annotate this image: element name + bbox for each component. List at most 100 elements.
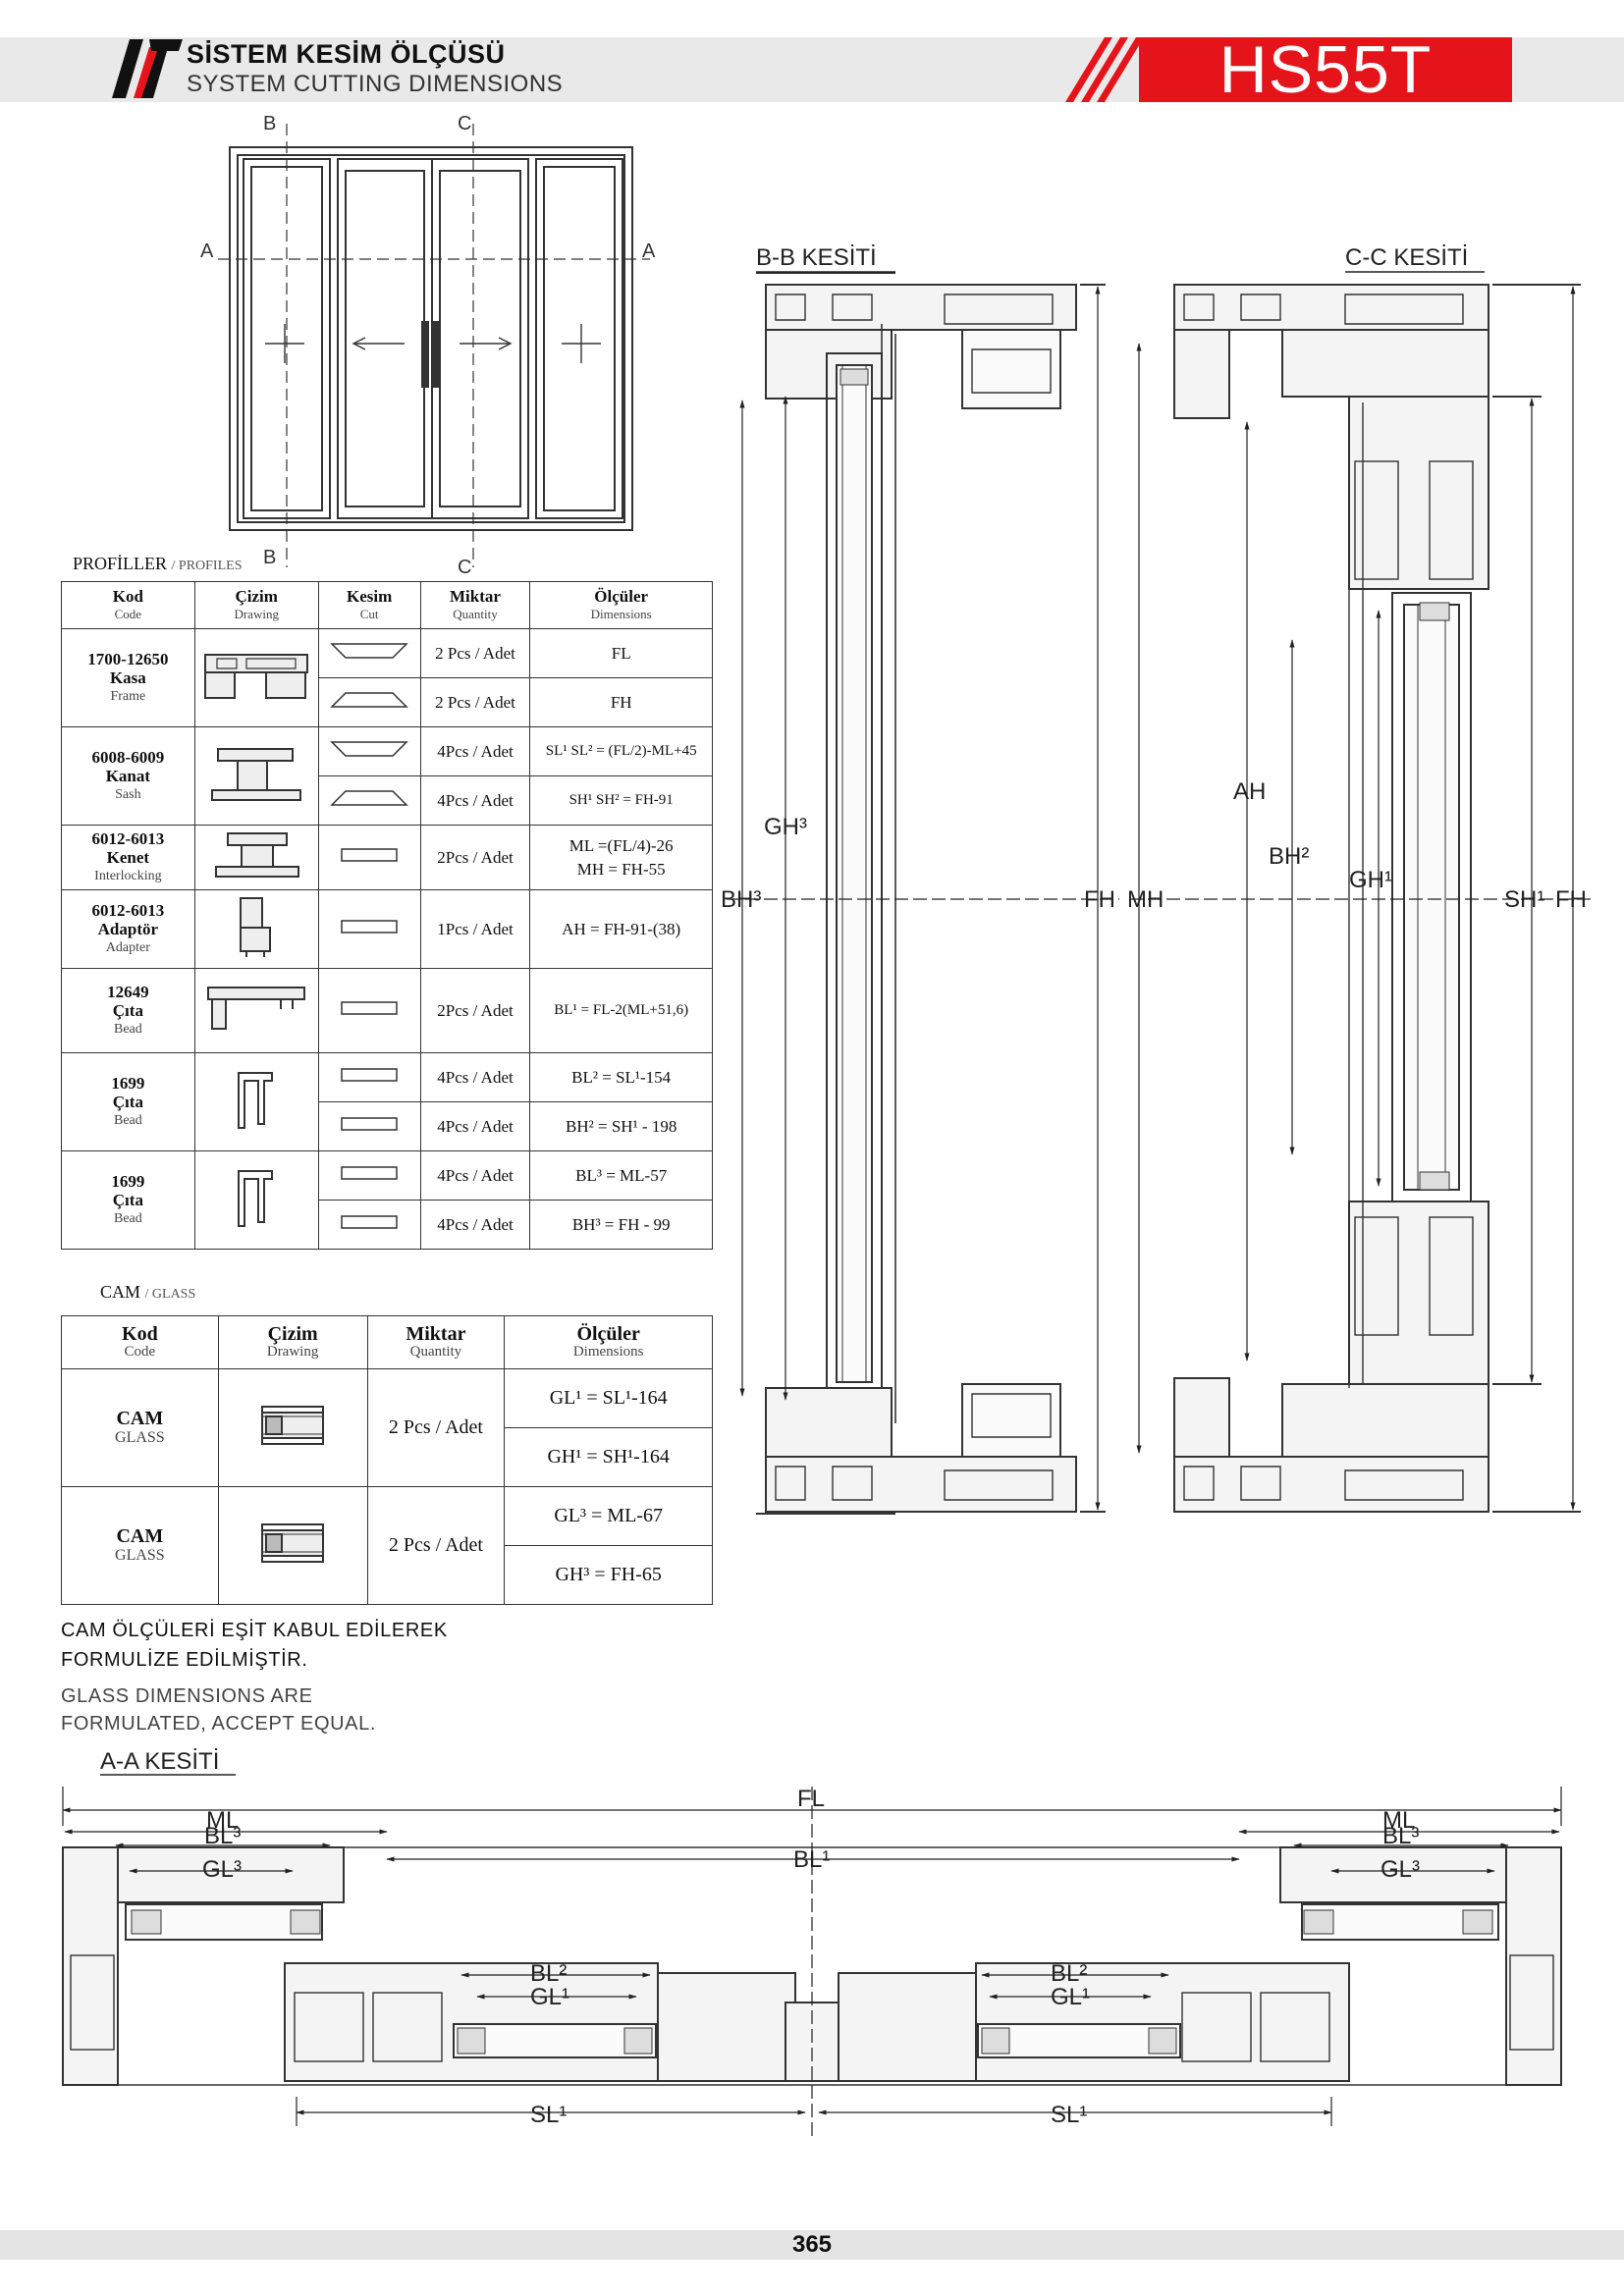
profile-drawing-frame [193,628,319,727]
aa-label-gl3-left: GL³ [202,1856,242,1883]
cut-rect [317,889,421,969]
bb-section-title: B-B KESİTİ [756,244,877,271]
profiles-label-tr: PROFİLLER [73,554,168,573]
aa-label-bl3-left: BL³ [204,1823,241,1849]
marker-c-bottom: C [458,557,471,578]
dimension-cell: SH¹ SH² = FH-91 [529,775,713,826]
quantity-cell: 4Pcs / Adet [419,1101,531,1151]
note-en: GLASS DIMENSIONS ARE FORMULATED, ACCEPT … [61,1682,376,1737]
aa-label-gl1-right: GL¹ [1051,1984,1090,2010]
glass-label: CAM / GLASS [100,1282,195,1303]
cut-rect [317,1150,421,1201]
quantity-cell: 2Pcs / Adet [419,968,531,1053]
quantity-cell: 4Pcs / Adet [419,1150,531,1201]
aa-label-gl1-left: GL¹ [530,1984,569,2010]
cc-label-gh1: GH¹ [1349,867,1392,893]
elevation-view [218,124,650,567]
aa-section [62,1846,1562,2086]
cut-rect [317,1052,421,1102]
profile-drawing-bead-12649 [193,968,319,1053]
glass-label-tr: CAM [100,1282,141,1302]
aa-label-sl1-right: SL¹ [1051,2102,1087,2128]
marker-a-left: A [200,240,214,262]
dimension-cell: GH³ = FH-65 [504,1545,713,1605]
marker-b-top: B [263,113,276,134]
table-row: 4Pcs / Adet SH¹ SH² = FH-91 [62,775,713,826]
table-row: 4Pcs / Adet BH³ = FH - 99 [62,1200,713,1250]
table-row: GH¹ = SH¹-164 [62,1427,713,1487]
quantity-cell: 4Pcs / Adet [419,1200,531,1250]
profile-drawing-bead-1699 [193,1150,319,1250]
dimension-cell: BL² = SL¹-154 [529,1052,713,1102]
dimension-cell: BL¹ = FL-2(ML+51,6) [529,968,713,1053]
table-row: 4Pcs / Adet BH² = SH¹ - 198 [62,1101,713,1151]
cc-label-ah: AH [1233,778,1266,805]
note-tr-line2: FORMULİZE EDİLMİŞTİR. [61,1649,308,1671]
bb-label-fh: FH [1084,886,1115,913]
aa-label-gl3-right: GL³ [1380,1856,1420,1883]
quantity-cell: 2 Pcs / Adet [366,1368,506,1487]
aa-label-ml-left: ML [206,1807,239,1834]
cut-rect [317,825,421,890]
system-code: HS55T [1139,36,1512,103]
note-tr-line1: CAM ÖLÇÜLERİ EŞİT KABUL EDİLEREK [61,1620,448,1641]
cut-trapezoid [317,677,421,727]
profiles-label-en: / PROFILES [171,559,243,573]
cut-trapezoid [317,628,421,678]
profile-drawing-interlock [193,825,319,890]
cut-trapezoid [317,726,421,776]
header-subtitle: SYSTEM CUTTING DIMENSIONS [187,71,564,97]
dimension-cell: FL [529,628,713,678]
note-tr: CAM ÖLÇÜLERİ EŞİT KABUL EDİLEREK FORMULİ… [61,1616,448,1675]
cc-label-fh: FH [1555,886,1587,913]
cc-label-bh2: BH² [1269,843,1309,870]
header-title: SİSTEM KESİM ÖLÇÜSÜ [187,39,506,69]
dimension-cell: GL³ = ML-67 [504,1486,713,1546]
bb-section [756,272,1106,1515]
aa-dimensions [62,1787,1562,2140]
quantity-cell: 4Pcs / Adet [419,1052,531,1102]
cut-trapezoid [317,775,421,826]
aa-label-fl: FL [797,1786,825,1812]
brand-logo [112,39,183,98]
aa-label-bl3-right: BL³ [1382,1823,1419,1849]
footer-band [0,2230,1624,2260]
dimension-cell: AH = FH-91-(38) [529,889,713,969]
profile-drawing-adapter [193,889,319,969]
table-row: 2 Pcs / Adet FH [62,677,713,727]
cc-section-title: C-C KESİTİ [1345,244,1468,271]
dimension-cell: GH¹ = SH¹-164 [504,1427,713,1487]
aa-section-title: A-A KESİTİ [100,1748,219,1775]
profiles-label: PROFİLLER / PROFILES [73,554,242,574]
dimension-cell: BH² = SH¹ - 198 [529,1101,713,1151]
aa-label-sl1-left: SL¹ [530,2102,567,2128]
bb-dimensions [727,286,1119,1511]
quantity-cell: 2 Pcs / Adet [366,1486,506,1605]
quantity-cell: 4Pcs / Adet [419,775,531,826]
aa-label-bl2-right: BL² [1051,1960,1087,1987]
cc-label-mh: MH [1127,886,1164,913]
bb-label-bh3: BH³ [721,886,761,913]
cut-rect [317,1200,421,1250]
